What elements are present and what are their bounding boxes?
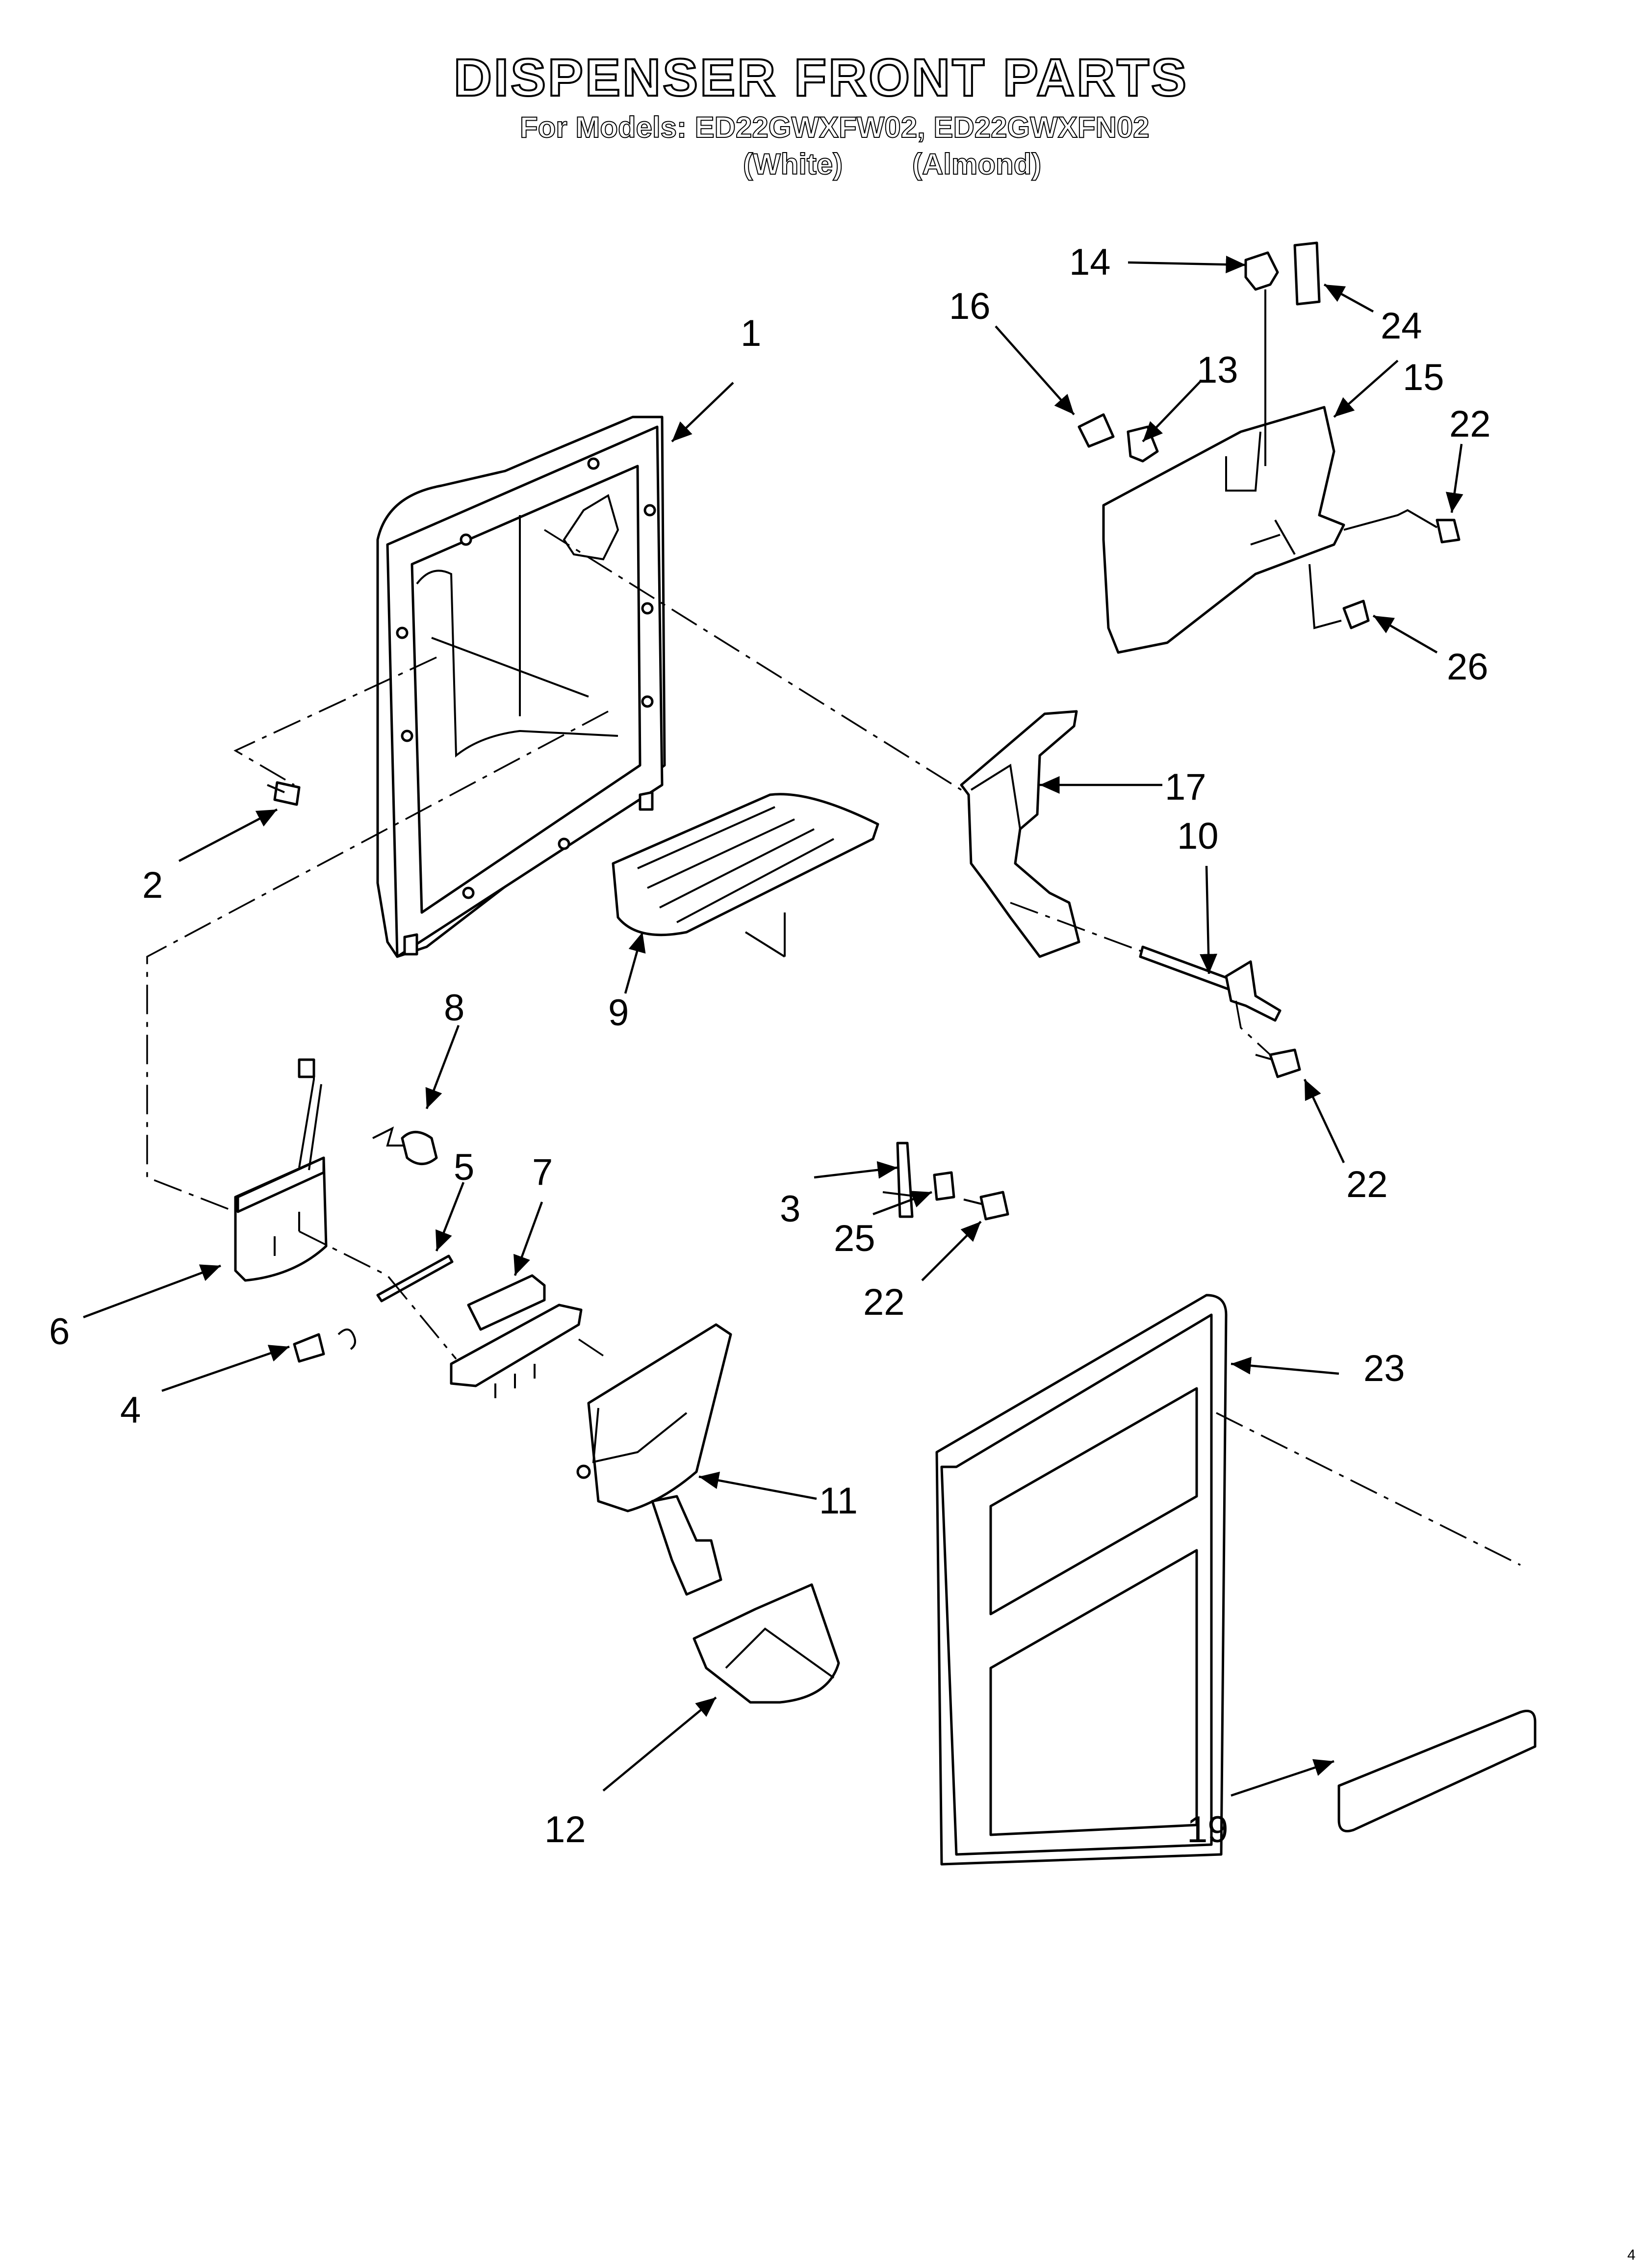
rod-part: [376, 1254, 454, 1303]
callout-8: 8: [444, 987, 464, 1029]
callout-11: 11: [819, 1480, 858, 1522]
callout-15: 15: [1403, 357, 1444, 398]
callout-1: 1: [741, 313, 761, 354]
callout-24: 24: [1381, 305, 1422, 347]
lever-part-17: [960, 710, 1080, 958]
models-line: For Models: ED22GWXFW02, ED22GWXFN02: [519, 110, 1150, 144]
callout-4: 4: [120, 1389, 141, 1431]
footer-mark: 4: [1627, 2247, 1636, 2263]
assembly-lines: [146, 529, 1521, 1566]
pin-part-10: [1139, 945, 1282, 1022]
callout-19: 19: [1187, 1809, 1229, 1851]
variant-almond: (Almond): [912, 147, 1042, 181]
callout-9: 9: [608, 992, 629, 1034]
diagram-title: DISPENSER FRONT PARTS: [453, 47, 1189, 108]
dispenser-housing-part: [376, 416, 666, 958]
actuator-arm-part: [576, 1323, 732, 1596]
callout-leaders: [83, 256, 1463, 1797]
dispenser-front-panel-part: [935, 1294, 1228, 1866]
ice-chute-funnel-part: [693, 1583, 840, 1704]
callout-16: 16: [949, 286, 991, 327]
screw-part-22-right: [1255, 1048, 1301, 1078]
control-housing-assembly: [1078, 241, 1461, 654]
bracket-part: [450, 1274, 583, 1398]
drip-tray-grille-part: [612, 793, 879, 958]
callout-7: 7: [532, 1151, 553, 1193]
callout-10: 10: [1177, 815, 1219, 857]
spring-part: [293, 1329, 356, 1363]
callout-2: 2: [142, 864, 163, 906]
callout-25: 25: [834, 1218, 875, 1259]
callout-5: 5: [454, 1147, 474, 1188]
screw-part-2: [267, 781, 301, 806]
callout-12: 12: [544, 1809, 586, 1851]
callout-26: 26: [1447, 646, 1488, 688]
switch-clip-group: [882, 1142, 1009, 1221]
callout-labels: 1 2 3 4 5 6 7 8 9 10 11 12 13 14 15 16 1…: [49, 241, 1491, 1851]
callout-13: 13: [1197, 349, 1238, 391]
variant-white: (White): [743, 147, 843, 181]
callout-22-top: 22: [1449, 403, 1491, 445]
callout-14: 14: [1069, 241, 1111, 283]
dispenser-module-part: [234, 1058, 328, 1282]
callout-3: 3: [780, 1188, 800, 1230]
callout-22-middle: 22: [863, 1281, 905, 1323]
callout-23: 23: [1363, 1348, 1405, 1389]
callout-6: 6: [49, 1311, 70, 1353]
callout-22-right: 22: [1346, 1164, 1388, 1205]
callout-17: 17: [1165, 766, 1206, 808]
motor-part: [372, 1126, 438, 1165]
decal-label-part: [1337, 1710, 1537, 1832]
